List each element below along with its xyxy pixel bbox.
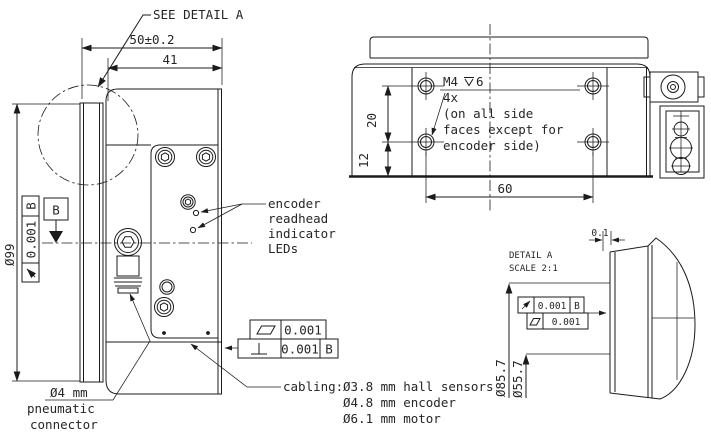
fcf-stack-side: 0.001 0.001 B (224, 319, 339, 359)
detail-a-view: DETAIL A SCALE 2:1 0.1 0.001 B (493, 228, 696, 400)
flatness-icon (256, 325, 276, 335)
detail-fcf-runout-datum: B (574, 301, 580, 312)
led-note-line3: indicator (268, 226, 336, 241)
fcf-stack-detail: 0.001 B 0.001 (517, 296, 607, 330)
pneumatic-fitting (114, 228, 142, 294)
pneumatic-note-line3: connector (30, 417, 98, 432)
cabling-item3: Ø6.1 mm motor (343, 411, 441, 426)
dim-gap-label: 0.1 (591, 228, 608, 239)
fcf-flatness-tol: 0.001 (284, 323, 322, 338)
side-view: B Ø99 0.001 B 50±0.2 (2, 7, 494, 432)
fcf-runout-99: 0.001 B (21, 195, 40, 283)
socket-screws (154, 147, 216, 335)
detail-a-scale: SCALE 2:1 (509, 264, 558, 274)
depth-symbol-icon (464, 77, 474, 87)
body-outline (105, 88, 222, 395)
fcf-runout-99-datum: B (24, 202, 39, 210)
dim-overall-width: 50±0.2 (81, 32, 223, 99)
led-note-line2: readhead (268, 211, 328, 226)
detail-fcf-flatness-tol: 0.001 (552, 317, 581, 328)
datum-b-symbol: B (43, 197, 69, 243)
flatness-icon (529, 318, 541, 326)
led-note-line1: encoder (268, 196, 321, 211)
top-view: M4 6 4x (on all side faces except for en… (349, 24, 705, 212)
cabling-item1: Ø3.8 mm hall sensors (343, 379, 494, 394)
led-note: encoder readhead indicator LEDs (197, 196, 336, 256)
dim-body-width-label: 41 (162, 52, 177, 67)
m4-depth-value: 6 (476, 74, 484, 89)
cabling-note: cabling: Ø3.8 mm hall sensors Ø4.8 mm en… (190, 343, 494, 426)
led-indicators (189, 209, 200, 234)
fcf-perp-datum: B (325, 342, 333, 357)
pneumatic-note-line1: Ø4 mm (50, 385, 88, 400)
dia-inner-label: Ø55.7 (510, 360, 525, 398)
cabling-label: cabling: (283, 379, 343, 394)
pneumatic-note-line2: pneumatic (27, 401, 95, 416)
dim-hole-offset-12: 12 (356, 141, 392, 177)
flange-plate-outline (79, 102, 104, 383)
cabling-item2: Ø4.8 mm encoder (343, 395, 456, 410)
dim-diameter-99: Ø99 0.001 B (2, 103, 80, 382)
detail-fcf-runout-tol: 0.001 (538, 301, 567, 312)
m4-qty-label: 4x (443, 90, 459, 105)
circular-runout-icon (521, 300, 531, 310)
dim-diameter-99-label: Ø99 (2, 243, 17, 266)
pneumatic-note: Ø4 mm pneumatic connector (27, 293, 151, 432)
m4-note-line3: encoder side) (443, 138, 541, 153)
dim-60-label: 60 (497, 181, 512, 196)
detail-a-title: DETAIL A (509, 251, 553, 261)
led-note-line4: LEDs (268, 241, 298, 256)
perpendicularity-icon (251, 343, 267, 355)
dim-hole-spacing-60: 60 (425, 152, 594, 203)
fcf-runout-99-tol: 0.001 (24, 221, 39, 259)
dim-20-label: 20 (364, 113, 379, 128)
dim-dia-outer: Ø85.7 (493, 282, 610, 398)
fcf-perp-tol: 0.001 (281, 342, 319, 357)
probe-assembly (659, 105, 705, 179)
m4-note-line1: (on all side (443, 106, 533, 121)
m4-thread-label: M4 (443, 74, 458, 89)
detail-a-circle (37, 84, 139, 186)
m4-callout: M4 6 4x (on all side faces except for en… (431, 74, 580, 153)
see-detail-a-label: SEE DETAIL A (153, 7, 244, 22)
dim-dia-inner: Ø55.7 (510, 353, 610, 398)
dim-overall-width-label: 50±0.2 (129, 32, 174, 47)
top-view-outline (349, 36, 653, 178)
dim-hole-spacing-20: 20 (364, 85, 392, 143)
m4-holes (382, 72, 609, 156)
dim-12-label: 12 (356, 153, 371, 168)
m4-note-line2: faces except for (443, 122, 564, 137)
detail-a-geometry (609, 237, 696, 400)
dia-outer-label: Ø85.7 (493, 359, 508, 397)
datum-b-label: B (52, 203, 60, 218)
dim-gap-01: 0.1 (589, 228, 625, 251)
circular-runout-icon (26, 268, 37, 279)
side-connector (643, 71, 705, 103)
see-detail-a-callout: SEE DETAIL A (97, 7, 244, 88)
dim-body-width: 41 (107, 52, 223, 101)
